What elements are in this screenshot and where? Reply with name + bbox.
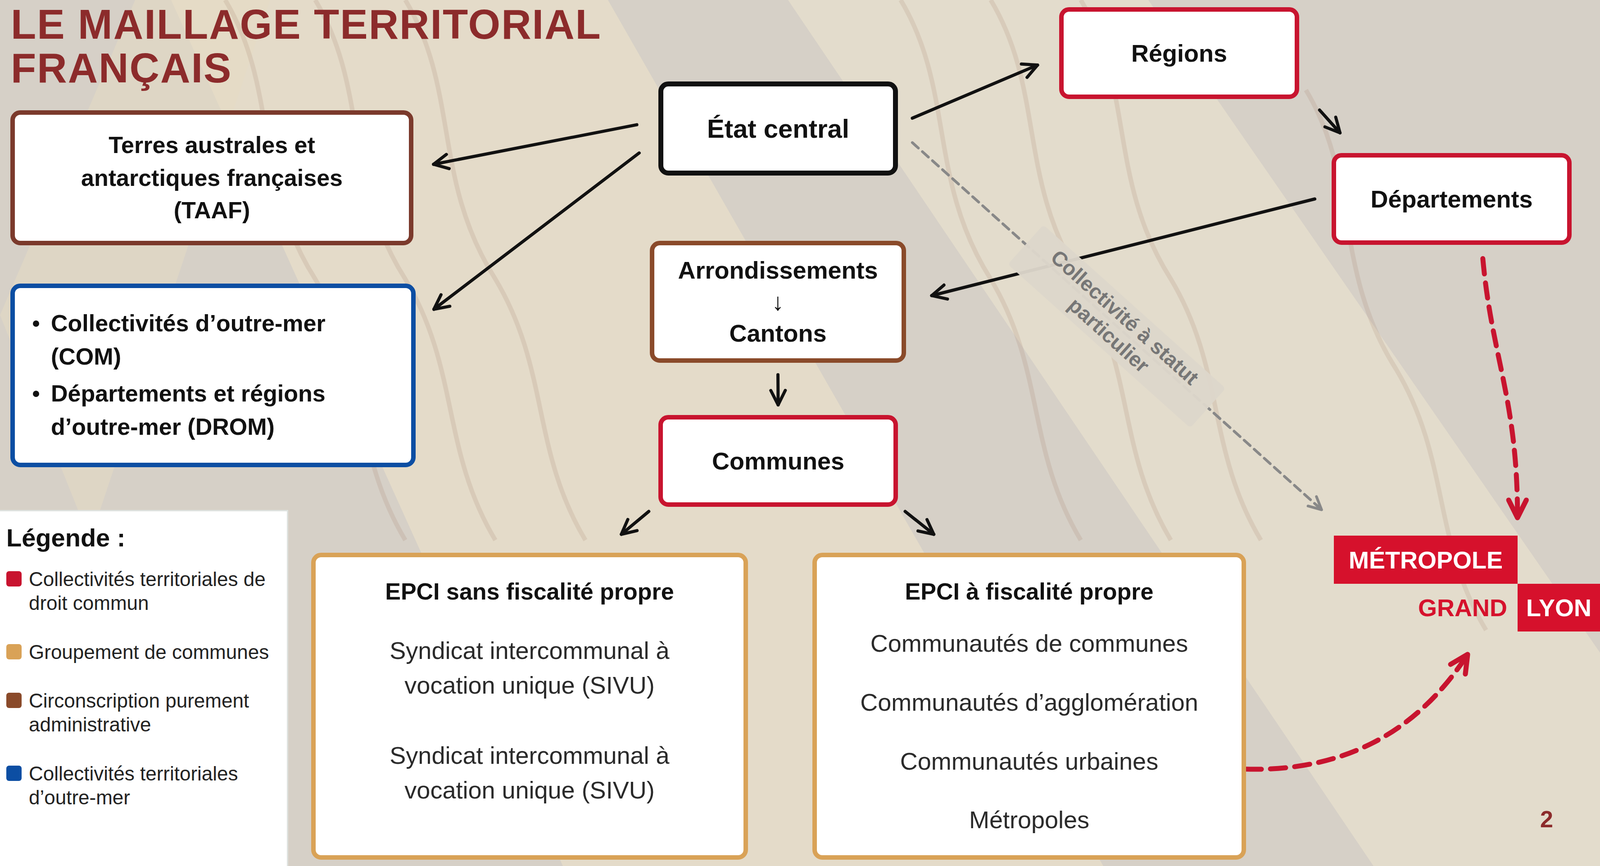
connector-arrow <box>1246 655 1468 770</box>
legend-text: Circonscription purement administrative <box>28 689 278 738</box>
legend-text: Groupement de communes <box>28 640 278 665</box>
legend-row: Circonscription purement administrative <box>6 689 278 738</box>
box-item: Communautés urbaines <box>831 747 1228 777</box>
box-item: Syndicat intercommunal à vocation unique… <box>367 738 692 808</box>
legend-row: Collectivités territoriales de droit com… <box>6 567 278 616</box>
list-item: Départements et régions d’outre-mer (DRO… <box>50 377 398 445</box>
legend-text: Collectivités territoriales d’outre-mer <box>28 762 278 811</box>
bullet-dot <box>32 390 40 398</box>
connector-arrow <box>1319 109 1340 133</box>
logo-word: LYON <box>1517 584 1600 632</box>
box-heading: EPCI sans fiscalité propre <box>329 577 730 607</box>
box-item: Métropoles <box>831 805 1228 835</box>
box-item: Communautés d’agglomération <box>831 688 1228 718</box>
box-label: Départements <box>1349 183 1554 215</box>
territory-box: EPCI sans fiscalité propreSyndicat inter… <box>311 552 748 861</box>
edge-label: Collectivité à statut particulier <box>1008 224 1227 428</box>
territory-box: EPCI à fiscalité propreCommunautés de co… <box>812 552 1247 861</box>
box-item: Syndicat intercommunal à vocation unique… <box>367 633 692 703</box>
connector-arrow <box>433 124 637 165</box>
territory-box: Arrondissements↓Cantons <box>649 240 907 363</box>
box-label: Communes <box>676 445 880 477</box>
legend-swatch <box>6 571 22 587</box>
legend-row: Groupement de communes <box>6 640 278 665</box>
page-number: 2 <box>1540 806 1554 834</box>
territory-box: Communes <box>658 415 898 508</box>
legend-text: Collectivités territoriales de droit com… <box>28 567 278 616</box>
logo-word: GRAND <box>1409 585 1516 631</box>
connector-arrow <box>776 375 780 406</box>
box-label: Régions <box>1077 37 1282 69</box>
connector-arrow <box>912 142 1322 511</box>
connector-arrow <box>905 511 934 535</box>
logo-node: MÉTROPOLEGRANDLYON <box>1333 535 1600 632</box>
page-title: LE MAILLAGE TERRITORIAL FRANÇAIS <box>10 2 777 90</box>
territory-box: Départements <box>1331 153 1572 245</box>
box-item: Communautés de communes <box>831 629 1228 659</box>
legend-row: Collectivités territoriales d’outre-mer <box>6 762 278 811</box>
bullet-dot <box>32 320 40 327</box>
legend-title: Légende : <box>6 523 278 553</box>
legend-swatch <box>6 766 22 782</box>
territory-box: Régions <box>1059 7 1300 100</box>
connector-arrow <box>621 511 649 535</box>
list-row: Collectivités d’outre-mer (COM) <box>32 307 398 374</box>
box-label: Cantons <box>667 317 889 350</box>
legend-panel: Légende : Collectivités territoriales de … <box>0 510 289 866</box>
connector-arrow <box>1482 258 1518 517</box>
logo-word: MÉTROPOLE <box>1333 535 1518 585</box>
box-label: Terres australes et antarctiques françai… <box>63 128 361 227</box>
box-label: Arrondissements <box>667 254 889 286</box>
list-item: Collectivités d’outre-mer (COM) <box>50 307 398 374</box>
territory-box: Collectivités d’outre-mer (COM)Départeme… <box>10 283 416 468</box>
connector-arrow <box>931 199 1315 296</box>
legend-swatch <box>6 644 22 660</box>
box-heading: EPCI à fiscalité propre <box>830 577 1229 607</box>
box-label: ↓ <box>667 285 889 318</box>
list-row: Départements et régions d’outre-mer (DRO… <box>32 377 398 445</box>
connector-arrow <box>434 153 640 310</box>
box-label: État central <box>676 111 880 146</box>
territory-box: Terres australes et antarctiques françai… <box>10 110 414 246</box>
connector-arrow <box>912 65 1038 119</box>
territory-box: État central <box>658 81 898 176</box>
legend-swatch <box>6 693 22 709</box>
